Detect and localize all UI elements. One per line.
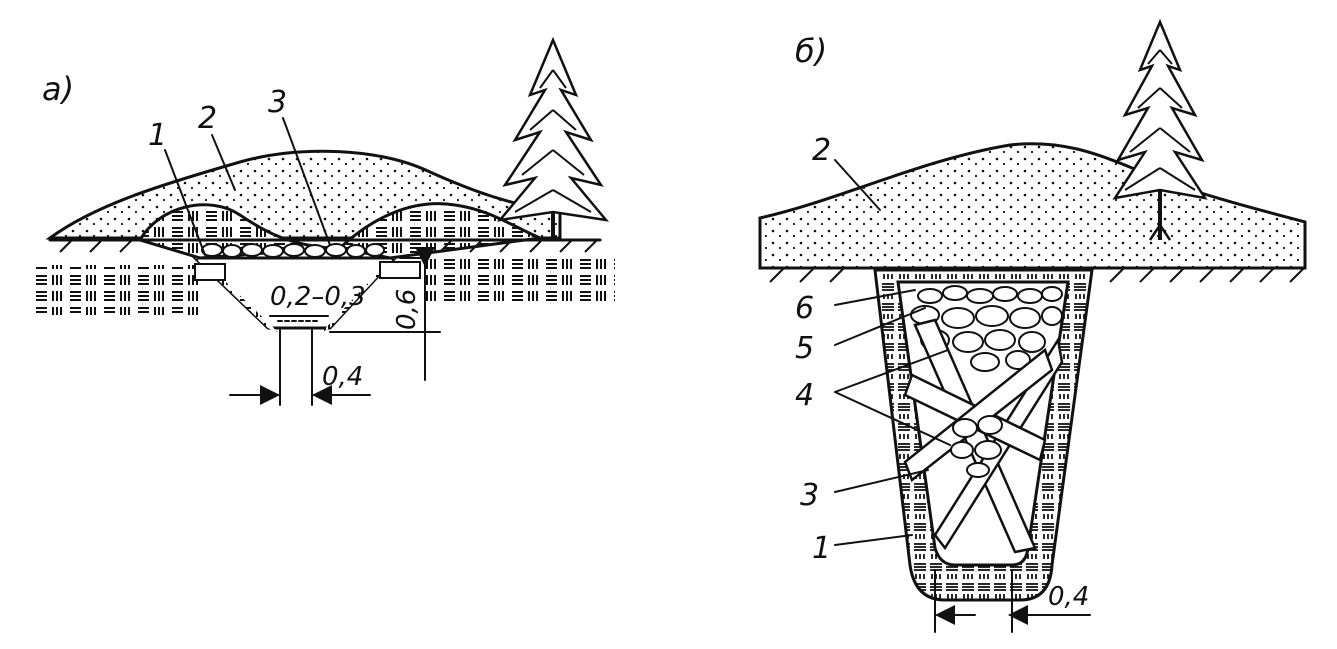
panel-b-stones-middle — [950, 415, 1003, 478]
panel-a-stones — [201, 243, 385, 258]
panel-a-clay-right — [425, 255, 615, 305]
panel-b-dim-bottom-width: 0,4 — [1048, 582, 1089, 612]
panel-a-ground-hatch — [59, 239, 598, 253]
panel-a-dim-bottom-width: 0,4 — [322, 362, 363, 392]
panel-a-letter: а) — [42, 70, 74, 108]
panel-a-leader-2 — [211, 134, 236, 191]
panel-b-label-6: 6 — [795, 291, 814, 326]
panel-a-ditch-plank-right — [379, 261, 421, 279]
panel-a-dim-top-width: 0,2–0,3 — [270, 282, 366, 312]
panel-b-label-5: 5 — [795, 331, 814, 366]
panel-a-spruce-tree — [496, 36, 610, 240]
panel-b-label-3: 3 — [800, 478, 819, 513]
panel-b-leader-4a — [834, 349, 949, 393]
panel-a-ditch-plank-left — [194, 263, 226, 281]
panel-a-label-2: 2 — [198, 101, 217, 136]
panel-a-trench-wall — [195, 258, 395, 332]
panel-b-ground-hatch — [769, 267, 1305, 283]
panel-a-leader-1 — [164, 149, 206, 256]
panel-b-leader-2 — [834, 159, 881, 211]
panel-b-leader-1 — [834, 534, 913, 546]
panel-a: а) — [30, 36, 615, 406]
panel-b: б) — [758, 18, 1307, 633]
panel-b-leader-6 — [834, 289, 916, 306]
panel-a-label-1: 1 — [148, 118, 167, 153]
panel-b-label-2: 2 — [812, 133, 831, 168]
panel-b-label-4: 4 — [795, 378, 814, 413]
panel-b-leader-5 — [834, 307, 926, 346]
panel-b-letter: б) — [795, 32, 827, 70]
panel-a-right-shoulder — [336, 202, 546, 260]
panel-b-leader-3 — [834, 469, 929, 493]
panel-a-leader-3 — [282, 117, 331, 246]
panel-b-leader-4b — [834, 391, 951, 446]
panel-a-clay-left — [30, 265, 200, 315]
panel-b-spruce-tree — [1112, 18, 1208, 241]
panel-b-label-1: 1 — [812, 531, 831, 566]
panel-a-label-3: 3 — [268, 85, 287, 120]
panel-b-soil-mound — [758, 142, 1307, 270]
panel-a-dim-depth: 0,6 — [392, 289, 422, 330]
